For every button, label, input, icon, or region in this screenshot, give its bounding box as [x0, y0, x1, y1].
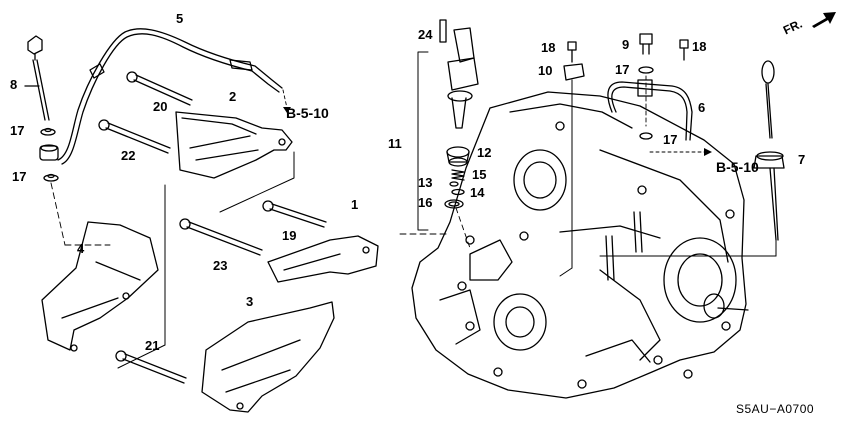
- collar-part-13: [449, 181, 459, 187]
- dipstick-part-8: [24, 35, 50, 121]
- washer-17-center: [639, 132, 653, 140]
- part-number-24: 24: [418, 27, 433, 42]
- stay-part-2: [175, 111, 293, 179]
- part-number-17: 17: [663, 132, 678, 147]
- part-number-3: 3: [246, 294, 254, 309]
- part-number-16: 16: [418, 195, 433, 210]
- part-number-15: 15: [472, 167, 487, 182]
- bolt-part-19: [262, 200, 327, 228]
- part-number-10: 10: [538, 63, 553, 78]
- speed-sensor-part-24: [439, 19, 479, 129]
- part-number-17: 17: [12, 169, 27, 184]
- washer-17-top-right: [638, 66, 654, 74]
- part-number-1: 1: [351, 197, 359, 212]
- bolt-part-9: [639, 33, 653, 55]
- part-number-6: 6: [698, 100, 706, 115]
- gear-part-12: [446, 146, 470, 167]
- dipstick-part-7: [753, 60, 785, 241]
- part-number-12: 12: [477, 145, 492, 160]
- reference-label-left: B-5-10: [286, 105, 329, 121]
- bolt-part-21: [115, 350, 187, 384]
- oil-pipe-part-5: [57, 28, 283, 165]
- part-number-5: 5: [176, 11, 184, 26]
- bolt-part-22: [98, 119, 171, 154]
- washer-17-upper-left: [40, 127, 56, 136]
- bolt-part-23: [179, 218, 263, 256]
- part-number-19: 19: [282, 228, 297, 243]
- part-number-8: 8: [10, 77, 18, 92]
- spring-part-15: [451, 169, 465, 181]
- part-number-2: 2: [229, 89, 237, 104]
- reference-label-right: B-5-10: [716, 159, 759, 175]
- stay-part-4: [41, 221, 159, 352]
- bolt-part-18-a: [567, 41, 577, 63]
- stay-part-1: [267, 235, 379, 283]
- forward-arrow-icon: [812, 12, 836, 28]
- part-number-11: 11: [388, 136, 402, 151]
- part-number-18: 18: [541, 40, 556, 55]
- part-number-13: 13: [418, 175, 433, 190]
- transmission-housing: [411, 91, 749, 399]
- part-number-23: 23: [213, 258, 228, 273]
- part-number-17: 17: [10, 123, 25, 138]
- part-number-7: 7: [798, 152, 806, 167]
- bracket-clip-left: [39, 144, 59, 161]
- part-number-4: 4: [77, 241, 85, 256]
- part-number-17: 17: [615, 62, 630, 77]
- part-number-20: 20: [153, 99, 168, 114]
- diagram-code: S5AU−A0700: [736, 402, 815, 416]
- part-number-9: 9: [622, 37, 630, 52]
- washer-17-lower-left: [43, 173, 59, 182]
- clip-part-10: [563, 63, 585, 81]
- bolt-part-20: [126, 71, 193, 106]
- part-number-14: 14: [470, 185, 485, 200]
- part-number-22: 22: [121, 148, 136, 163]
- stay-part-3: [201, 301, 335, 413]
- bolt-part-18-b: [679, 39, 689, 61]
- part-number-21: 21: [145, 338, 160, 353]
- part-number-18: 18: [692, 39, 707, 54]
- oil-pipe-part-6: [607, 79, 693, 141]
